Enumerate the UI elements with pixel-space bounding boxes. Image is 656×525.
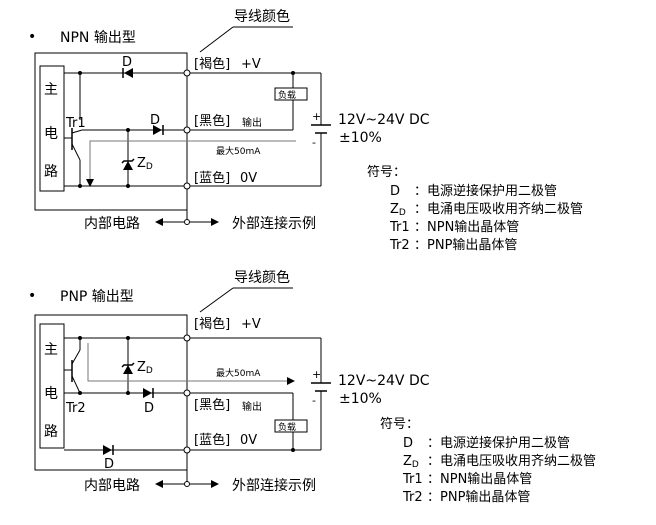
npn-main-char-3: 路 <box>44 164 58 180</box>
pnp-external-label: 外部连接示例 <box>232 477 316 494</box>
pnp-current-path <box>87 343 295 385</box>
npn-max-current: 最大50mA <box>216 145 261 157</box>
svg-text:：PNP输出晶体管: ：PNP输出晶体管 <box>414 237 517 253</box>
pnp-main-circuit-box <box>39 323 65 449</box>
npn-section: • NPN 输出型 导线颜色 主 电 路 D D Tr1 <box>28 8 430 232</box>
pnp-blue-label: [蓝色] <box>194 432 230 448</box>
npn-main-char-1: 主 <box>44 82 58 98</box>
svg-text:：电涌电压吸收用齐纳二极管: ：电涌电压吸收用齐纳二极管 <box>414 201 583 217</box>
npn-terminal-black <box>183 126 191 134</box>
npn-internal-label: 内部电路 <box>84 216 140 232</box>
npn-brown-label: [褐色] <box>194 56 230 72</box>
svg-text:：PNP输出晶体管: ：PNP输出晶体管 <box>427 489 530 505</box>
svg-text:D: D <box>390 184 400 199</box>
pnp-zero-v-label: 0V <box>240 433 257 448</box>
npn-minus-sign: - <box>312 136 316 149</box>
pnp-section: • PNP 输出型 导线颜色 主 电 路 D Tr2 ZD <box>28 269 430 494</box>
npn-main-char-2: 电 <box>44 126 58 142</box>
npn-bullet: • <box>28 29 36 45</box>
npn-zener-icon <box>123 161 133 170</box>
svg-text:符号：: 符号： <box>380 416 419 432</box>
pnp-brown-label: [褐色] <box>194 316 230 332</box>
svg-text:：NPN输出晶体管: ：NPN输出晶体管 <box>427 471 532 487</box>
svg-text:D: D <box>403 436 413 451</box>
pnp-internal-label: 内部电路 <box>84 478 140 494</box>
npn-wire-color-leader <box>199 26 234 53</box>
svg-text:路: 路 <box>44 424 58 440</box>
npn-title: NPN 输出型 <box>60 30 136 46</box>
svg-text:：电源逆接保护用二极管: ：电源逆接保护用二极管 <box>414 183 557 199</box>
npn-output-label: 输出 <box>242 116 262 129</box>
svg-text:Tr2: Tr2 <box>389 238 410 253</box>
pnp-minus-sign: - <box>312 394 316 407</box>
pnp-terminal-black <box>183 389 191 397</box>
npn-output-diode-icon <box>153 125 162 135</box>
npn-current-path <box>86 140 296 187</box>
npn-terminal-blue <box>183 182 191 190</box>
svg-text:Tr2: Tr2 <box>402 490 423 505</box>
npn-supply-voltage: 12V~24V DC <box>338 112 430 128</box>
npn-load-label: 负载 <box>278 89 296 101</box>
pnp-supply-tolerance: ±10% <box>339 391 382 407</box>
npn-load-box <box>274 87 308 101</box>
pnp-load-box <box>274 419 308 433</box>
npn-zd-label: ZD <box>137 156 153 172</box>
svg-text:：NPN输出晶体管: ：NPN输出晶体管 <box>414 219 519 235</box>
npn-output-d-label: D <box>150 113 160 128</box>
pnp-load-label: 负载 <box>278 421 296 433</box>
svg-text:：电涌电压吸收用齐纳二极管: ：电涌电压吸收用齐纳二极管 <box>427 453 596 469</box>
legend-npn: 符号： D ：电源逆接保护用二极管 ZD ：电涌电压吸收用齐纳二极管 Tr1 ：… <box>367 164 583 253</box>
npn-d-diode-icon <box>124 68 133 78</box>
npn-zero-v-label: 0V <box>240 171 257 186</box>
npn-plus-sign: + <box>312 110 321 123</box>
legend-title: 符号： <box>367 164 406 180</box>
pnp-max-current: 最大50mA <box>216 367 261 379</box>
pnp-d-diode-icon <box>103 445 112 455</box>
svg-text:Tr1: Tr1 <box>402 472 423 487</box>
svg-text:：电源逆接保护用二极管: ：电源逆接保护用二极管 <box>427 435 570 451</box>
svg-text:电: 电 <box>44 386 58 402</box>
pnp-output-d-label: D <box>144 401 154 416</box>
pnp-wire-color-title: 导线颜色 <box>234 269 290 286</box>
pnp-plus-v-label: +V <box>241 317 261 332</box>
pnp-plus-sign: + <box>312 368 321 381</box>
npn-terminal-brown <box>183 69 191 77</box>
pnp-terminal-blue <box>183 446 191 454</box>
pnp-transistor-label: Tr2 <box>65 401 86 416</box>
svg-text:Tr1: Tr1 <box>389 220 410 235</box>
pnp-output-label: 输出 <box>242 400 262 413</box>
npn-transistor-label: Tr1 <box>65 116 86 131</box>
npn-main-circuit-box <box>39 65 65 192</box>
npn-external-label: 外部连接示例 <box>232 215 316 232</box>
npn-d-label: D <box>122 55 132 70</box>
pnp-black-label: [黑色] <box>194 397 230 413</box>
svg-text:主: 主 <box>44 342 58 358</box>
pnp-supply-voltage: 12V~24V DC <box>338 373 430 389</box>
npn-wire-color-title: 导线颜色 <box>234 8 290 25</box>
pnp-zener-icon <box>123 365 133 374</box>
pnp-output-diode-icon <box>143 388 152 398</box>
svg-text:ZD: ZD <box>390 202 406 218</box>
pnp-zd-label: ZD <box>137 360 153 376</box>
pnp-bullet: • <box>28 288 36 304</box>
npn-plus-v-label: +V <box>241 57 261 72</box>
pnp-d-label: D <box>104 457 114 472</box>
svg-text:ZD: ZD <box>403 454 419 470</box>
npn-blue-label: [蓝色] <box>194 170 230 186</box>
pnp-title: PNP 输出型 <box>60 289 134 305</box>
npn-black-label: [黑色] <box>194 113 230 129</box>
npn-supply-tolerance: ±10% <box>339 130 382 146</box>
legend-pnp: 符号： D ：电源逆接保护用二极管 ZD ：电涌电压吸收用齐纳二极管 Tr1 ：… <box>380 416 596 505</box>
pnp-terminal-brown <box>183 334 191 342</box>
